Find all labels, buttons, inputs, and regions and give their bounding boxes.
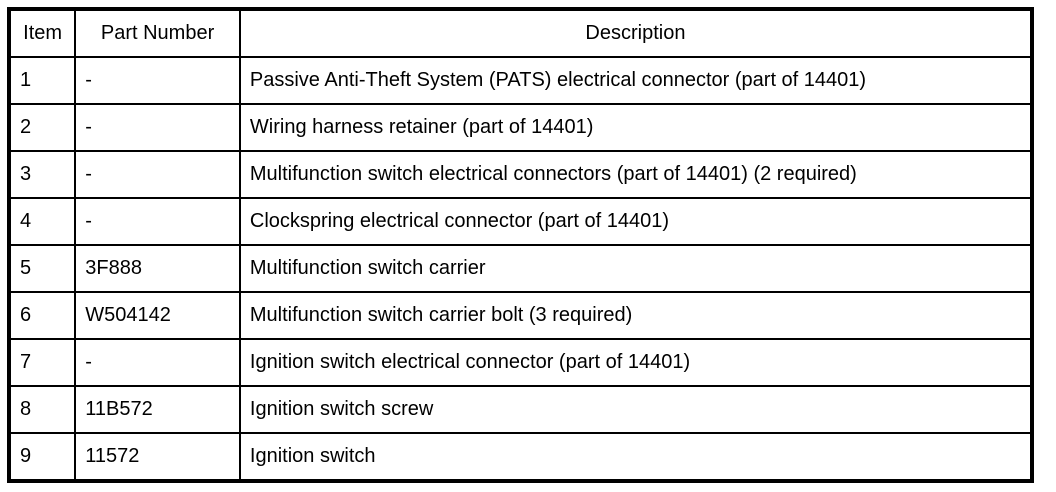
cell-description: Clockspring electrical connector (part o… <box>238 197 1034 246</box>
table-row: 1-Passive Anti-Theft System (PATS) elect… <box>7 56 1034 105</box>
cell-item: 5 <box>7 244 77 293</box>
column-header-item: Item <box>7 8 77 58</box>
cell-part-number: 11572 <box>74 432 241 482</box>
table-body: 1-Passive Anti-Theft System (PATS) elect… <box>7 56 1034 482</box>
parts-list-table: Item Part Number Description 1-Passive A… <box>7 7 1034 483</box>
cell-part-number: - <box>74 150 241 199</box>
cell-part-number: - <box>74 103 241 152</box>
cell-item: 4 <box>7 197 77 246</box>
column-header-description: Description <box>238 8 1034 58</box>
cell-description: Multifunction switch carrier <box>238 244 1034 293</box>
table-header-row: Item Part Number Description <box>7 8 1034 58</box>
cell-description: Ignition switch screw <box>238 385 1034 434</box>
cell-item: 2 <box>7 103 77 152</box>
cell-item: 9 <box>7 432 77 482</box>
cell-item: 8 <box>7 385 77 434</box>
cell-part-number: - <box>74 197 241 246</box>
cell-part-number: - <box>74 56 241 105</box>
table-row: 4-Clockspring electrical connector (part… <box>7 197 1034 246</box>
cell-part-number: 3F888 <box>74 244 241 293</box>
cell-part-number: W504142 <box>74 291 241 340</box>
table-row: 3-Multifunction switch electrical connec… <box>7 150 1034 199</box>
cell-item: 7 <box>7 338 77 387</box>
cell-description: Passive Anti-Theft System (PATS) electri… <box>238 56 1034 105</box>
cell-description: Multifunction switch carrier bolt (3 req… <box>238 291 1034 340</box>
cell-item: 3 <box>7 150 77 199</box>
cell-item: 1 <box>7 56 77 105</box>
cell-part-number: 11B572 <box>74 385 241 434</box>
table-row: 7-Ignition switch electrical connector (… <box>7 338 1034 387</box>
cell-item: 6 <box>7 291 77 340</box>
column-header-part-number: Part Number <box>74 8 241 58</box>
cell-description: Multifunction switch electrical connecto… <box>238 150 1034 199</box>
cell-description: Ignition switch electrical connector (pa… <box>238 338 1034 387</box>
cell-description: Ignition switch <box>238 432 1034 482</box>
table-header: Item Part Number Description <box>7 8 1034 58</box>
cell-part-number: - <box>74 338 241 387</box>
cell-description: Wiring harness retainer (part of 14401) <box>238 103 1034 152</box>
table-row: 2-Wiring harness retainer (part of 14401… <box>7 103 1034 152</box>
